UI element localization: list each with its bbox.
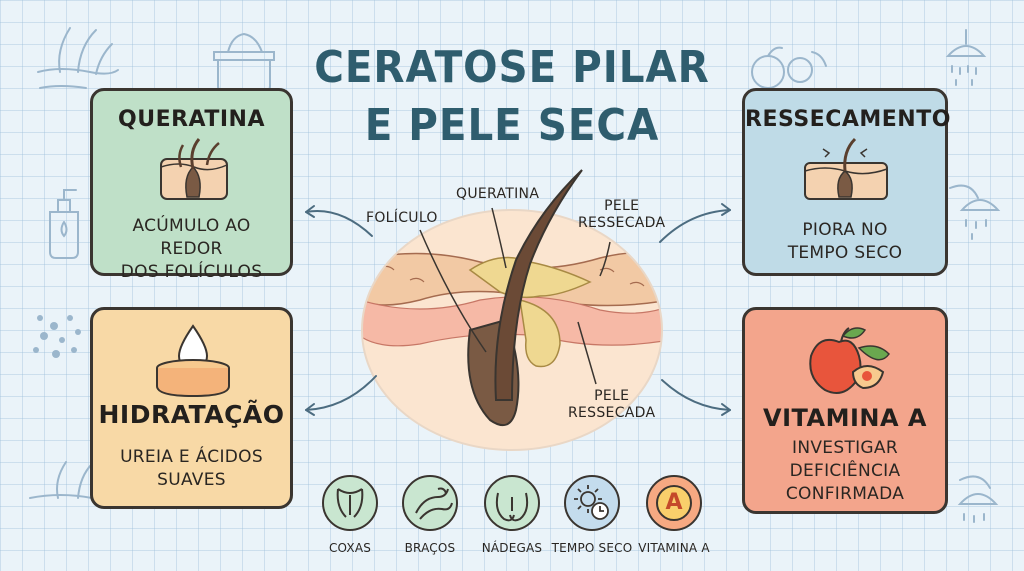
label-vitamina-a: VITAMINA A: [638, 541, 710, 555]
card-vitamina-line-2: DEFICIÊNCIA: [789, 461, 901, 481]
card-hidratacao: HIDRATAÇÃO UREIA E ÁCIDOS SUAVES: [90, 307, 293, 509]
dry-weather-icon: [564, 475, 620, 531]
label-pele-ressecada-top: PELE RESSECADA: [578, 198, 665, 232]
vitamin-a-icon: A: [646, 475, 702, 531]
card-hidratacao-text: UREIA E ÁCIDOS SUAVES: [99, 446, 284, 492]
title-line-1: CERATOSE PILAR: [314, 42, 710, 93]
label-pele-top-line-1: PELE: [604, 198, 640, 214]
keratin-plug: [468, 256, 592, 299]
apple-icon: [809, 327, 890, 394]
card-vitamina-line-3: CONFIRMADA: [785, 484, 905, 504]
cream-drop-icon: [156, 324, 230, 398]
shower-outline-icon-3: [957, 475, 999, 523]
label-nadegas: NÁDEGAS: [481, 541, 543, 555]
card-queratina-line-2: DOS FOLÍCULOS: [120, 262, 263, 282]
card-hidratacao-line-1: UREIA E ÁCIDOS: [120, 447, 263, 467]
label-foliculo: FOLÍCULO: [366, 210, 438, 226]
card-ressecamento-line-1: PIORA NO: [802, 220, 888, 240]
card-ressecamento-text: PIORA NO TEMPO SECO: [751, 219, 939, 265]
shower-outline-icon: [945, 29, 987, 86]
label-pele-bottom-line-1: PELE: [594, 388, 630, 404]
pump-bottle-outline-icon: [49, 189, 79, 259]
card-hidratacao-heading: HIDRATAÇÃO: [98, 400, 285, 429]
card-ressecamento-line-2: TEMPO SECO: [787, 243, 903, 263]
label-coxas: COXAS: [328, 541, 372, 555]
vitamin-a-glyph: A: [656, 485, 692, 521]
label-tempo-seco: TEMPO SECO: [551, 541, 633, 555]
spray-dots-icon: [33, 315, 81, 358]
card-vitamina-text: INVESTIGAR DEFICIÊNCIA CONFIRMADA: [751, 437, 939, 506]
card-queratina-text: ACÚMULO AO REDOR DOS FOLÍCULOS: [99, 215, 284, 284]
shower-outline-icon-2: [949, 184, 1001, 240]
hair-follicle-outline-icon: [37, 27, 119, 89]
buttocks-icon: [484, 475, 540, 531]
arm-icon: [402, 475, 458, 531]
card-ressecamento-heading: RESSECAMENTO: [745, 107, 951, 132]
follicle-sac: [519, 298, 561, 368]
card-queratina-line-1: ACÚMULO AO REDOR: [132, 216, 251, 259]
label-pele-top-line-2: RESSECADA: [578, 215, 666, 231]
card-hidratacao-line-2: SUAVES: [157, 470, 226, 490]
card-vitamina: VITAMINA A INVESTIGAR DEFICIÊNCIA CONFIR…: [742, 307, 948, 514]
dry-skin-icon: [804, 137, 888, 200]
hair-shaft: [494, 169, 583, 401]
card-queratina: QUERATINA ACÚMULO AO REDOR DOS FOLÍCULOS: [90, 88, 293, 282]
label-pele-bottom-line-2: RESSECADA: [568, 405, 656, 421]
title-line-2: E PELE SECA: [364, 100, 660, 151]
card-queratina-heading: QUERATINA: [118, 107, 265, 132]
label-pele-ressecada-bottom: PELE RESSECADA: [568, 388, 655, 422]
skin-follicle-icon: [160, 138, 228, 200]
card-ressecamento: RESSECAMENTO PIORA NO TEMPO SECO: [742, 88, 951, 276]
label-bracos: BRAÇOS: [404, 541, 456, 555]
thighs-icon: [322, 475, 378, 531]
label-queratina: QUERATINA: [456, 186, 540, 202]
card-vitamina-line-1: INVESTIGAR: [792, 438, 898, 458]
card-vitamina-heading: VITAMINA A: [763, 404, 927, 432]
